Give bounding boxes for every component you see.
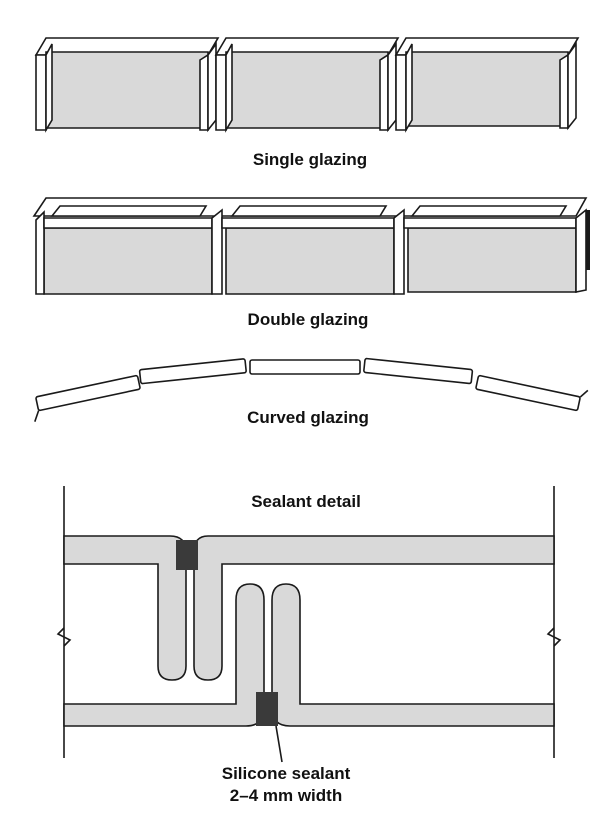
double-glazing-illustration xyxy=(32,197,590,295)
sealant-callout-leader xyxy=(275,725,283,763)
sealant-detail-illustration xyxy=(56,486,562,763)
curved-glazing-label: Curved glazing xyxy=(247,408,369,427)
break-symbol-right xyxy=(546,627,562,647)
single-glazing-channel xyxy=(214,37,400,133)
single-glazing-channel xyxy=(394,37,580,133)
curved-glazing-panel xyxy=(475,374,589,412)
break-symbol-left xyxy=(56,627,72,647)
single-glazing-channel xyxy=(34,37,220,133)
single-glazing-illustration xyxy=(34,37,580,133)
curved-glazing-panel xyxy=(138,358,247,385)
upper-sealant-bead xyxy=(176,540,198,570)
single-glazing-label: Single glazing xyxy=(252,150,368,169)
lower-sealant-bead xyxy=(256,692,278,726)
double-glazing-channel xyxy=(221,208,405,295)
sealant-callout-line2: 2–4 mm width xyxy=(229,786,343,805)
sealant-callout-line1: Silicone sealant xyxy=(221,764,351,783)
double-glazing-channel xyxy=(403,208,590,293)
curved-glazing-illustration xyxy=(34,357,589,422)
curved-glazing-panel xyxy=(363,357,474,385)
double-glazing-channel xyxy=(35,208,223,295)
curved-glazing-panel xyxy=(34,374,141,422)
sealant-detail-title: Sealant detail xyxy=(251,492,361,511)
double-glazing-label: Double glazing xyxy=(247,310,369,329)
upper-channel-profile xyxy=(63,535,187,681)
curved-glazing-panel xyxy=(249,359,361,375)
